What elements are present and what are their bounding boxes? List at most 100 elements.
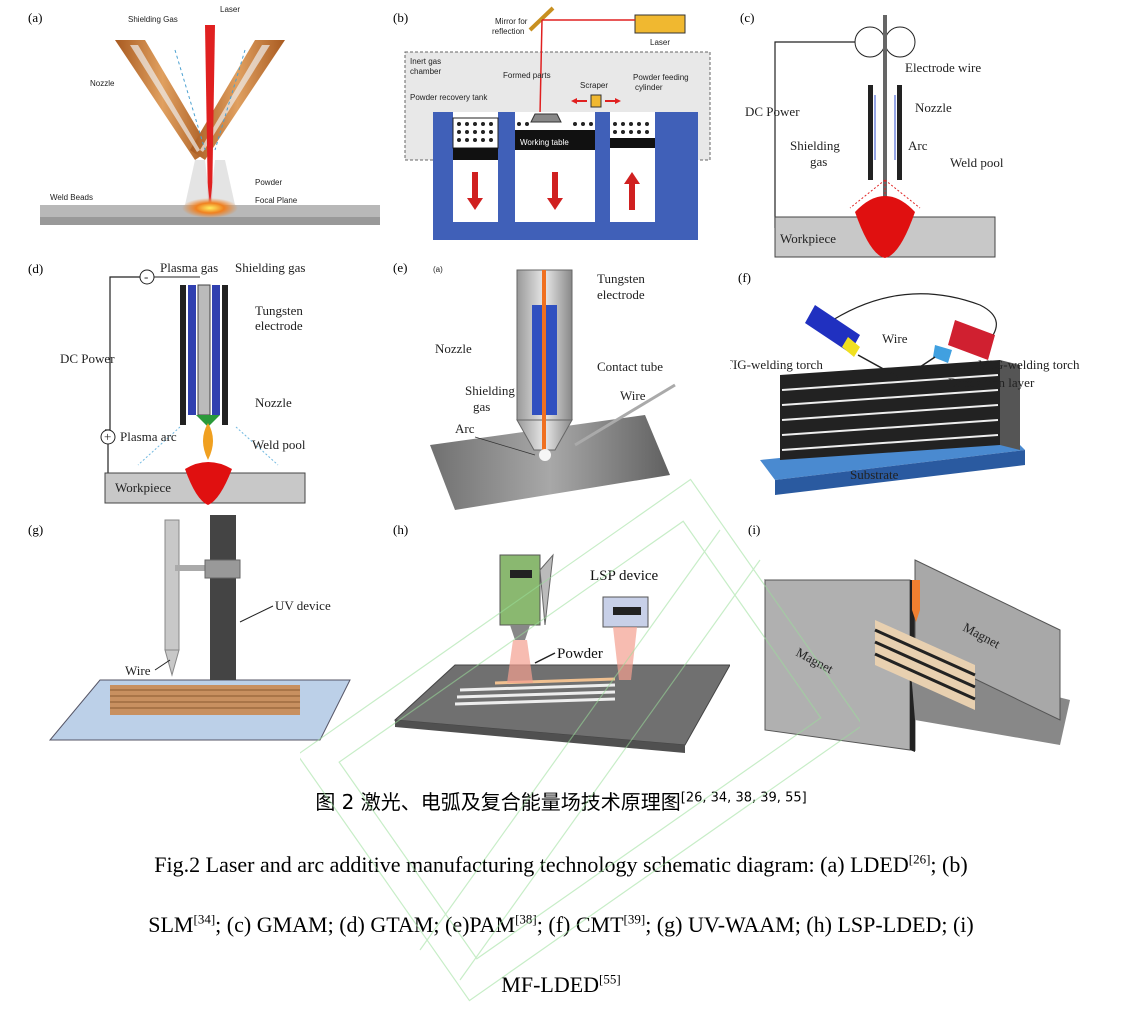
label-formed-parts: Formed parts [503, 71, 551, 80]
tungsten-electrode [197, 284, 211, 416]
label-arc: Arc [908, 138, 928, 153]
slm-diagram: Mirror for reflection Laser Inert gas ch… [404, 6, 711, 240]
laser-head-i [912, 580, 920, 610]
label-chamber: chamber [410, 67, 441, 76]
label-dc-power: DC Power [745, 104, 800, 119]
label-powder-h: Powder [557, 646, 603, 662]
caption-en3-a: MF-LDED [501, 972, 600, 997]
sub-tag-e: (a) [433, 265, 443, 274]
caption-en1-b: ; (b) [930, 852, 968, 877]
uv-device [210, 515, 236, 680]
weld-beads-base [40, 217, 380, 225]
label-weld-pool-d: Weld pool [252, 437, 306, 452]
deposited-layers [110, 685, 300, 715]
caption-en2-d: ; (g) UV-WAAM; (h) LSP-LDED; (i) [645, 912, 974, 937]
label-powder: Powder [255, 178, 282, 187]
panel-tag-b: (b) [393, 10, 409, 25]
cmt-diagram: Wire TIG-welding torch MIG-welding torch… [730, 293, 1080, 495]
working-table [515, 130, 595, 150]
pam-diagram: (a) Tungsten electrode Nozzle Contact tu… [430, 265, 676, 510]
label-nozzle-d: Nozzle [255, 395, 292, 410]
label-substrate: Substrate [850, 467, 899, 482]
panel-a-lded: Shielding Gas Laser Nozzle Powder Focal … [20, 0, 380, 240]
panel-tag-i: (i) [748, 522, 761, 537]
label-nozzle-c: Nozzle [915, 100, 952, 115]
mf-lded-diagram: Magnet Magnet [764, 559, 1070, 752]
substrate-h [393, 664, 730, 746]
label-deposition-layer: Deposition layer [948, 375, 1035, 390]
label-shielding-e: Shielding [465, 383, 515, 398]
label-electrode-d: electrode [255, 318, 303, 333]
wire-feeder [164, 519, 180, 651]
panel-i-mf-lded: Magnet Magnet (i) [740, 520, 1100, 760]
panel-tag-h: (h) [393, 522, 409, 537]
caption-en2-ref2: [38] [515, 911, 537, 927]
caption-english-line-2: SLM[34]; (c) GMAM; (d) GTAM; (e)PAM[38];… [0, 912, 1122, 938]
label-laser-b: Laser [650, 38, 670, 47]
panel-d-gtam: - + Plasma gas Shielding gas Tungsten el… [20, 255, 340, 510]
uv-waam-diagram: UV device Wire [48, 515, 351, 741]
label-cylinder: cylinder [635, 83, 663, 92]
label-lsp-device: LSP device [590, 568, 659, 584]
panel-tag-c: (c) [740, 10, 755, 25]
panel-tag-g: (g) [28, 522, 44, 537]
panel-g-uv-waam: UV device Wire (g) [20, 510, 380, 760]
label-shielding: Shielding [790, 138, 840, 153]
panel-b-slm: Mirror for reflection Laser Inert gas ch… [385, 0, 725, 245]
weld-pool-d [185, 462, 232, 505]
nozzle-left-wall [868, 85, 873, 180]
panel-c-gmam: Electrode wire DC Power Nozzle Shielding… [730, 0, 1030, 265]
minus-sign: - [144, 269, 148, 284]
deposition-layers [780, 360, 1020, 460]
laser-box [634, 14, 686, 34]
label-electrode-e: electrode [597, 287, 645, 302]
label-focal-plane: Focal Plane [255, 196, 298, 205]
lsp-lded-diagram: LSP device Powder [393, 553, 730, 753]
label-tungsten-e: Tungsten [597, 271, 645, 286]
caption-en1-ref: [26] [908, 851, 931, 867]
plasma-arc [203, 423, 213, 460]
label-workpiece-d: Workpiece [115, 480, 171, 495]
wire-e [574, 383, 676, 447]
label-wire-e: Wire [620, 388, 646, 403]
label-gas-e: gas [473, 399, 490, 414]
label-mirror: Mirror for [495, 17, 528, 26]
panel-tag-f: (f) [738, 270, 751, 285]
label-workpiece: Workpiece [780, 231, 836, 246]
wire-roller-left [854, 26, 886, 58]
label-electrode-wire: Electrode wire [905, 60, 981, 75]
caption-english-line-1: Fig.2 Laser and arc additive manufacturi… [0, 852, 1122, 878]
label-gas: gas [810, 154, 827, 169]
label-wire-g: Wire [125, 663, 151, 678]
caption-en2-a: SLM [148, 912, 194, 937]
label-dc-power-d: DC Power [60, 351, 115, 366]
plus-sign: + [104, 429, 111, 444]
formed-parts [530, 113, 562, 123]
label-shielding-gas-d: Shielding gas [235, 260, 305, 275]
weld-pool [855, 196, 915, 258]
label-uv-device: UV device [275, 598, 331, 613]
caption-en1-a: Fig.2 Laser and arc additive manufacturi… [154, 852, 909, 877]
label-feeding: Powder feeding [633, 73, 689, 82]
wire-roller-right [884, 26, 916, 58]
label-laser: Laser [220, 5, 240, 14]
connecting-cable [824, 293, 997, 346]
deposited-layers-i [874, 620, 976, 710]
caption-en2-c: ; (f) CMT [536, 912, 624, 937]
mig-torch [948, 320, 995, 360]
label-shielding-gas: Shielding Gas [128, 15, 178, 24]
label-reflection: reflection [492, 27, 524, 36]
caption-en2-ref3: [39] [623, 911, 646, 927]
label-weld-pool: Weld pool [950, 155, 1004, 170]
caption-cn-text: 图 2 激光、电弧及复合能量场技术原理图 [315, 790, 681, 814]
mirror [528, 6, 555, 32]
arc-spark [539, 449, 551, 461]
label-tig-torch: TIG-welding torch [730, 357, 823, 372]
magnet-right-plate [914, 559, 1061, 721]
panel-tag-d: (d) [28, 261, 44, 276]
caption-chinese: 图 2 激光、电弧及复合能量场技术原理图[26, 34, 38, 39, 55] [0, 786, 1122, 815]
label-mig-torch: MIG-welding torch [978, 357, 1080, 372]
melt-pool [182, 198, 238, 218]
label-tungsten: Tungsten [255, 303, 303, 318]
caption-en3-ref: [55] [599, 971, 621, 987]
